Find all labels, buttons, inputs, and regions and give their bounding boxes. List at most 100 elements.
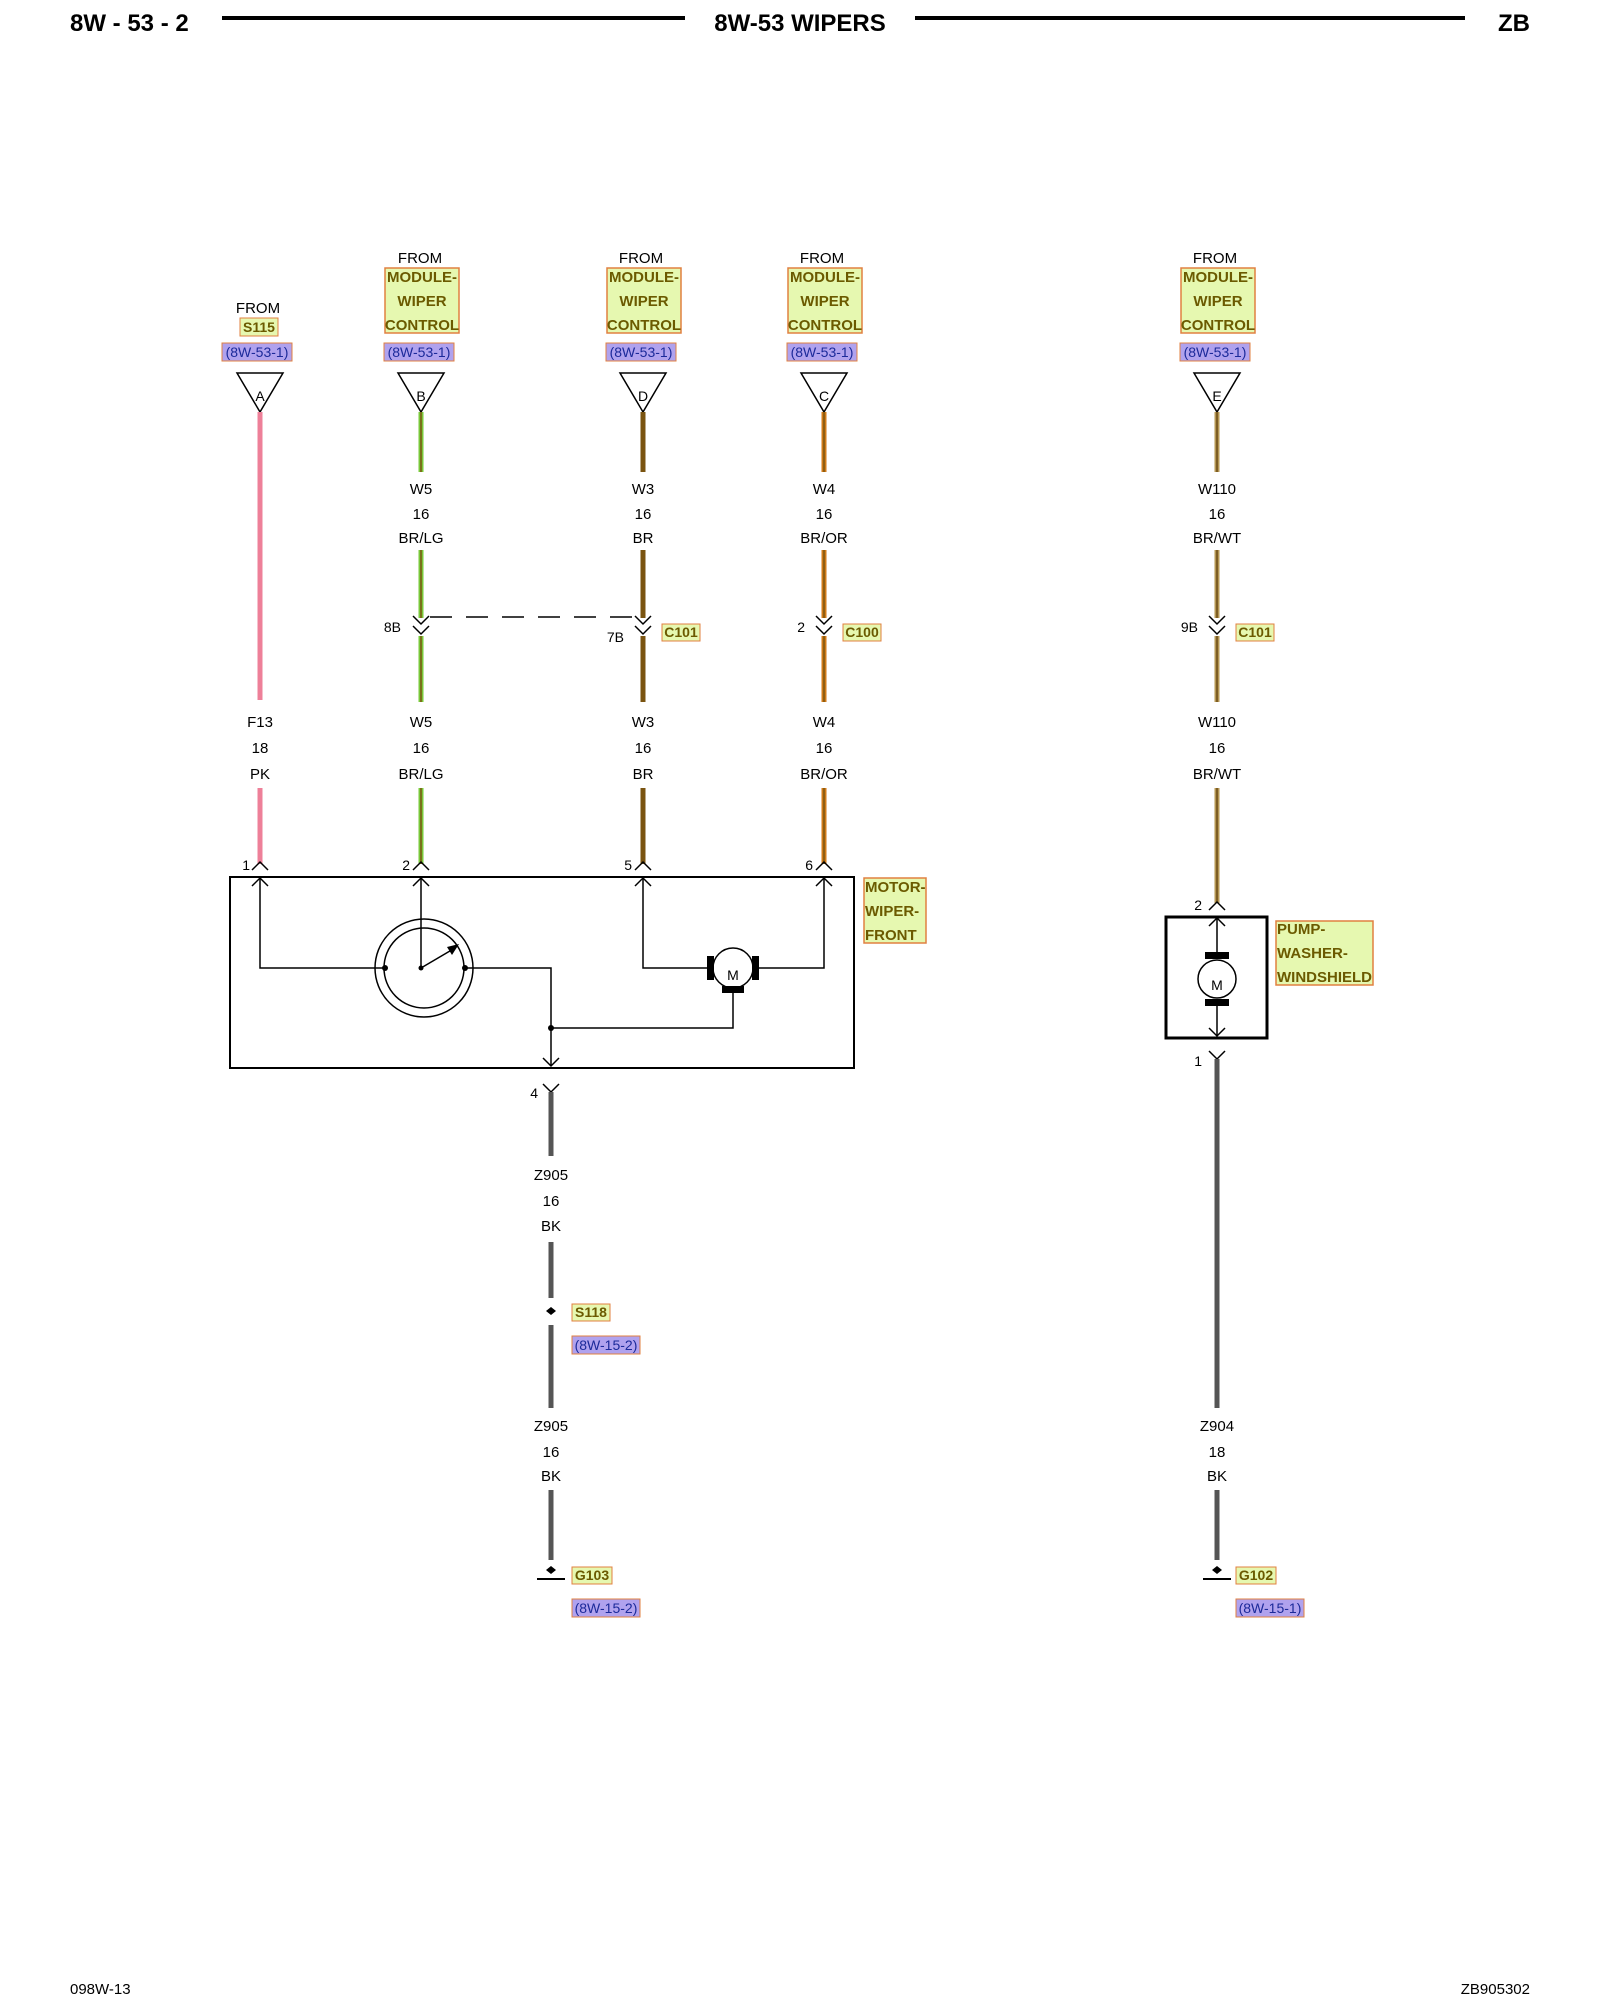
component-name-line2[interactable]: WIPER-: [865, 903, 919, 920]
connector-triangle: [1192, 372, 1242, 414]
footer-figure-id: ZB905302: [1461, 1981, 1530, 1998]
connector-pin: 8B: [384, 619, 401, 635]
source-wiper-module-b: FROM MODULE- WIPER CONTROL (8W-53-1) B: [383, 250, 460, 414]
vehicle-code: ZB: [1498, 10, 1530, 37]
module-name-line1[interactable]: MODULE-: [387, 269, 457, 286]
module-name-line2[interactable]: WIPER: [800, 293, 849, 310]
component-name-line1[interactable]: PUMP-: [1277, 921, 1325, 938]
splice-tag-bg: [571, 1303, 611, 1322]
module-name-line2[interactable]: WIPER: [1193, 293, 1242, 310]
wire-gauge: 16: [1209, 506, 1226, 523]
cavity-label: B: [416, 388, 425, 404]
source-from-label: FROM: [398, 250, 442, 267]
component-tag-bg: [1275, 920, 1374, 986]
wire-color: BR/LG: [398, 530, 443, 547]
module-name-line3[interactable]: CONTROL: [607, 317, 681, 334]
connector-tag-bg: [661, 623, 701, 642]
wire-color: BR/WT: [1193, 530, 1241, 547]
connector-name[interactable]: C101: [664, 624, 698, 640]
ground-tag-bg: [571, 1566, 613, 1585]
switch-contact: [382, 965, 388, 971]
ref-tag-bg: [571, 1335, 641, 1355]
wire-color: BR: [633, 766, 654, 783]
module-name-line3[interactable]: CONTROL: [385, 317, 459, 334]
connector-pin: 9B: [1181, 619, 1198, 635]
wire-code: Z905: [534, 1167, 568, 1184]
connector-chevron: [815, 625, 833, 636]
ref-tag-bg: [1235, 1598, 1305, 1618]
ground-name[interactable]: G102: [1239, 1567, 1273, 1583]
wire-code: W5: [410, 714, 433, 731]
page-ref-link[interactable]: (8W-53-1): [610, 344, 673, 360]
connector-name[interactable]: C100: [845, 624, 879, 640]
module-name-line3[interactable]: CONTROL: [788, 317, 862, 334]
inline-connector-c101-7b: 7B C101: [607, 615, 701, 645]
ref-tag-bg: [571, 1598, 641, 1618]
wire-gauge: 16: [816, 506, 833, 523]
wire-code: W110: [1198, 481, 1236, 498]
component-name-line2[interactable]: WASHER-: [1277, 945, 1348, 962]
wire-color: BR/WT: [1193, 766, 1241, 783]
wire-gauge: 16: [543, 1444, 560, 1461]
washer-pump: 2 M PUMP- WASHER- WINDSHIELD 1: [1164, 897, 1374, 1069]
pump-pin-top: 2: [1194, 897, 1202, 913]
page-ref-link[interactable]: (8W-15-2): [575, 1337, 638, 1353]
source-s115: FROM S115 (8W-53-1) A: [221, 300, 293, 414]
source-wiper-module-c: FROM MODULE- WIPER CONTROL (8W-53-1) C: [786, 250, 863, 414]
module-name-line1[interactable]: MODULE-: [1183, 269, 1253, 286]
connector-name[interactable]: C101: [1238, 624, 1272, 640]
inline-connector-c101-9b: 9B C101: [1181, 615, 1275, 642]
module-name-line3[interactable]: CONTROL: [1181, 317, 1255, 334]
cavity-label: C: [819, 388, 829, 404]
switch-contact: [462, 965, 468, 971]
pump-symbol-label: M: [1211, 977, 1223, 993]
wire-gauge: 16: [816, 740, 833, 757]
component-name-line3[interactable]: FRONT: [865, 927, 917, 944]
page-ref-link[interactable]: (8W-53-1): [388, 344, 451, 360]
wire-code: F13: [247, 714, 273, 731]
switch-arm-tip: [447, 944, 459, 955]
wire-gauge: 16: [413, 506, 430, 523]
motor-pin: 2: [402, 857, 410, 873]
module-name-line1[interactable]: MODULE-: [790, 269, 860, 286]
connector-triangle: [235, 372, 285, 414]
internal-wire-pin5: [642, 878, 711, 969]
wire-gauge: 16: [543, 1193, 560, 1210]
ground-dot: [1212, 1566, 1222, 1574]
module-name-line2[interactable]: WIPER: [397, 293, 446, 310]
motor-pin: 5: [624, 857, 632, 873]
ground-name[interactable]: G103: [575, 1567, 609, 1583]
ref-tag-bg: [786, 342, 858, 362]
module-name-line1[interactable]: MODULE-: [609, 269, 679, 286]
wire-color: PK: [250, 766, 270, 783]
page-ref-link[interactable]: (8W-53-1): [226, 344, 289, 360]
motor-brush: [1205, 999, 1229, 1006]
switch-arm: [420, 947, 456, 969]
pump-housing: [1164, 915, 1269, 1040]
pump-pin-bottom: 1: [1194, 1053, 1202, 1069]
component-name-line3[interactable]: WINDSHIELD: [1277, 969, 1372, 986]
page-ref-link[interactable]: (8W-15-1): [1239, 1600, 1302, 1616]
upper-wire-labels: W5 16 BR/LG W3 16 BR W4 16 BR/OR W110 16…: [398, 481, 1241, 547]
wire-code: W4: [813, 481, 836, 498]
splice-name[interactable]: S115: [243, 319, 275, 335]
page-ref-link[interactable]: (8W-53-1): [1184, 344, 1247, 360]
module-name-line2[interactable]: WIPER: [619, 293, 668, 310]
component-tag-bg: [863, 877, 927, 944]
lower-wire-labels: F13 18 PK W5 16 BR/LG W3 16 BR W4 16 BR/…: [247, 714, 1241, 783]
footer-doc-code: 098W-13: [70, 1981, 131, 1998]
component-name-line1[interactable]: MOTOR-: [865, 879, 926, 896]
connector-chevron: [412, 615, 430, 626]
wire-code: W4: [813, 714, 836, 731]
cavity-label: E: [1212, 388, 1221, 404]
wire-color: BK: [1207, 1468, 1227, 1485]
wire-color: BR/OR: [800, 766, 848, 783]
pin-chevron: [815, 860, 833, 871]
page-ref-link[interactable]: (8W-15-2): [575, 1600, 638, 1616]
splice-name[interactable]: S118: [575, 1304, 607, 1320]
inline-connector-c101-8b: 8B: [384, 615, 430, 636]
page-ref-link[interactable]: (8W-53-1): [791, 344, 854, 360]
connector-chevron: [1208, 625, 1226, 636]
ref-tag-bg: [605, 342, 677, 362]
wire-color: BR: [633, 530, 654, 547]
